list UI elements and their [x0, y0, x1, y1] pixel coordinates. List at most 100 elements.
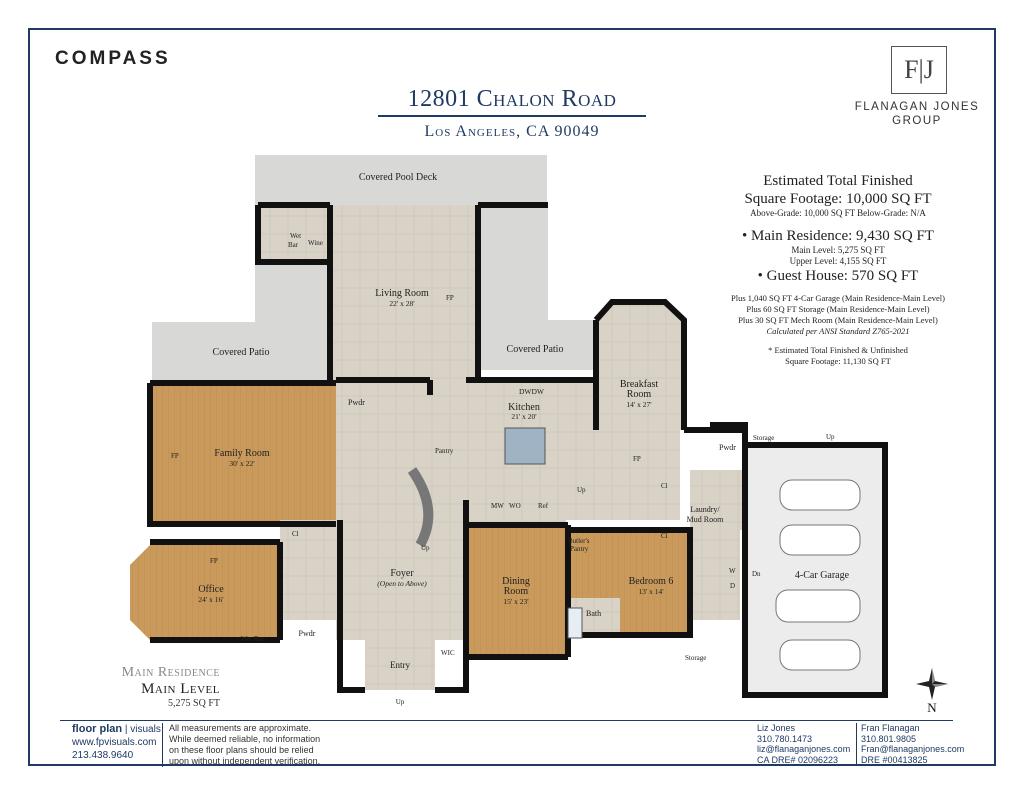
- dn-label: Dn: [752, 570, 761, 578]
- pwdr-label-2: Pwdr: [719, 443, 736, 452]
- butlers-label: Butler's: [568, 537, 590, 545]
- agent2-name: Fran Flanagan: [861, 723, 920, 733]
- agent1-name: Liz Jones: [757, 723, 796, 733]
- kitchen-dim: 21' x 20': [511, 412, 537, 421]
- office-fp-label: FP: [210, 557, 218, 565]
- up-label-garage: Up: [826, 433, 835, 441]
- agent2-dre: DRE #00413825: [861, 754, 928, 765]
- pwdr-label-3: Pwdr: [299, 629, 316, 638]
- breakfast-room-area: [596, 302, 684, 430]
- plus-storage-line: Plus 60 SQ FT Storage (Main Residence-Ma…: [746, 304, 930, 314]
- garage-cars: [775, 479, 861, 671]
- family-room-dim: 30' x 22': [229, 459, 255, 468]
- breakfast-room-label2: Room: [627, 389, 652, 400]
- foyer-label: Foyer: [390, 568, 414, 579]
- pantry-label: Pantry: [435, 447, 454, 455]
- living-fp-label: FP: [446, 294, 454, 302]
- total-line1: Estimated Total Finished: [763, 173, 913, 189]
- cl-label-kitchen: Cl: [661, 482, 668, 490]
- plus-garage-line: Plus 1,040 SQ FT 4-Car Garage (Main Resi…: [731, 293, 945, 303]
- compass-rose-icon: [916, 668, 948, 700]
- ref-label: Ref: [538, 502, 549, 510]
- agent1-dre: CA DRE# 02096223: [757, 754, 839, 765]
- storage-label-top: Storage: [753, 434, 774, 442]
- fp-url[interactable]: www.fpvisuals.com: [72, 737, 157, 748]
- breakfast-fp-label: FP: [633, 455, 641, 463]
- foyer-note: (Open to Above): [377, 579, 427, 588]
- bedroom6-label: Bedroom 6: [629, 576, 674, 587]
- storage-label-bottom: Storage: [685, 654, 706, 662]
- north-label: N: [927, 700, 937, 715]
- mudroom-label: Mud Room: [687, 515, 724, 524]
- compass-logo: COMPASS: [55, 48, 171, 69]
- unfinished-line1: * Estimated Total Finished & Unfinished: [768, 345, 908, 355]
- agent2-email[interactable]: Fran@flanaganjones.com: [861, 744, 965, 754]
- office-area: [130, 545, 280, 640]
- pwdr-label-1: Pwdr: [348, 398, 365, 407]
- dryer-label: D: [730, 582, 735, 590]
- disclaimer-line1: All measurements are approximate.: [169, 723, 312, 733]
- ansi-line: Calculated per ANSI Standard Z765-2021: [766, 326, 910, 336]
- agent1-phone: 310.780.1473: [757, 733, 813, 744]
- property-city: Los Angeles, CA 90049: [424, 123, 600, 140]
- agent1-email[interactable]: liz@flanaganjones.com: [757, 744, 851, 754]
- entry-area: [365, 630, 435, 690]
- foyer-stair: [407, 467, 434, 548]
- living-room-dim: 22' x 28': [389, 299, 415, 308]
- disclaimer-line4: upon without independent verification.: [169, 756, 321, 766]
- office-label: Office: [198, 584, 224, 595]
- breakfast-dim: 14' x 27': [626, 400, 652, 409]
- unfinished-line2: Square Footage: 11,130 SQ FT: [785, 356, 891, 366]
- fp-brand: floor plan: [72, 723, 123, 735]
- family-room-label: Family Room: [214, 448, 270, 459]
- plus-mech-line: Plus 30 SQ FT Mech Room (Main Residence-…: [738, 315, 938, 325]
- wine-label: Wine: [308, 239, 323, 247]
- upper-level-line: Upper Level: 4,155 SQ FT: [789, 256, 887, 266]
- living-room-area: [330, 205, 478, 380]
- covered-patio-right-area: [478, 320, 596, 370]
- agent-liz-jones: Liz Jones 310.780.1473 liz@flanaganjones…: [757, 723, 850, 765]
- floorplan-visuals-credit: floor plan | visuals www.fpvisuals.com 2…: [72, 723, 161, 762]
- property-address: 12801 Chalon Road: [407, 86, 617, 112]
- up-label-entry: Up: [396, 698, 405, 706]
- kitchen-island: [504, 427, 546, 465]
- dining-label: Dining: [502, 576, 530, 587]
- office-dim: 24' x 16': [198, 595, 224, 604]
- mw-label: MW: [491, 502, 504, 510]
- covered-patio-left-area: [152, 322, 330, 380]
- footer-divider: [60, 720, 953, 721]
- butlers-label2: Pantry: [570, 545, 589, 553]
- bedroom6-dim: 13' x 14': [638, 587, 664, 596]
- level-line1: Main Residence: [121, 665, 220, 680]
- covered-patio-right-label: Covered Patio: [507, 344, 564, 355]
- title-block: 12801 Chalon Road Los Angeles, CA 90049: [378, 86, 646, 141]
- covered-pool-deck-label: Covered Pool Deck: [359, 172, 437, 183]
- up-label-foyer: Up: [421, 544, 430, 552]
- agent-fran-flanagan: Fran Flanagan 310.801.9805 Fran@flanagan…: [856, 723, 964, 765]
- main-level-line: Main Level: 5,275 SQ FT: [791, 245, 885, 255]
- bath-label: Bath: [586, 609, 601, 618]
- wet-bar-label-top: Wet: [290, 232, 301, 240]
- garage-label: 4-Car Garage: [795, 570, 850, 581]
- covered-patio-left-label: Covered Patio: [213, 347, 270, 358]
- entry-label: Entry: [390, 660, 410, 670]
- breakfast-room-label: Breakfast: [620, 379, 659, 390]
- washer-label: W: [729, 567, 736, 575]
- cl-label-office: Cl: [292, 530, 299, 538]
- disclaimer-line2: While deemed reliable, no information: [169, 734, 321, 744]
- foyer-area: [336, 380, 466, 640]
- level-sqft: 5,275 SQ FT: [168, 698, 220, 709]
- dining-label2: Room: [504, 586, 529, 597]
- bathtub: [567, 607, 583, 639]
- wic-label: WIC: [441, 649, 455, 657]
- up-label-kitchen: Up: [577, 486, 586, 494]
- main-residence-line: • Main Residence: 9,430 SQ FT: [742, 228, 934, 244]
- family-fp-label: FP: [171, 452, 179, 460]
- grades-line: Above-Grade: 10,000 SQ FT Below-Grade: N…: [750, 208, 926, 218]
- covered-pool-deck-area: [255, 155, 547, 205]
- level-line2: Main Level: [141, 681, 220, 697]
- laundry-label: Laundry/: [690, 505, 720, 514]
- dwdw-label: DWDW: [519, 387, 545, 396]
- walls: [147, 202, 888, 698]
